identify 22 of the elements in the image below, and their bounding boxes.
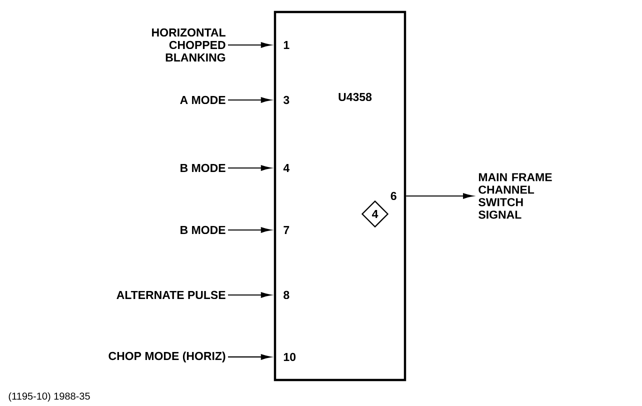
signal-label: B MODE (180, 164, 226, 172)
signal-label: CHOP MODE (HORIZ) (108, 352, 226, 362)
pin-number: 6 (390, 192, 396, 200)
pin-number: 8 (284, 290, 290, 300)
pin-number: 7 (284, 226, 290, 234)
arrow (228, 292, 271, 298)
pin-number: 3 (283, 96, 290, 104)
arrow (228, 227, 271, 233)
signal-label: MAIN FRAME CHANNEL SWITCH SIGNAL (478, 173, 552, 219)
signal-label: ALTERNATE PULSE (116, 290, 226, 300)
arrow (406, 193, 473, 199)
pin-number: 10 (284, 352, 296, 362)
signal-label: HORIZONTAL CHOPPED BLANKING (152, 28, 226, 62)
figure-caption: (1195-10) 1988-35 (8, 392, 90, 402)
signal-label: B MODE (180, 226, 226, 234)
arrow (228, 354, 271, 360)
arrow (228, 165, 271, 171)
arrow (228, 42, 271, 48)
pin-number: 1 (284, 41, 290, 49)
arrow (228, 97, 271, 103)
signal-label: A MODE (180, 96, 226, 104)
pin-number: 4 (283, 164, 290, 172)
